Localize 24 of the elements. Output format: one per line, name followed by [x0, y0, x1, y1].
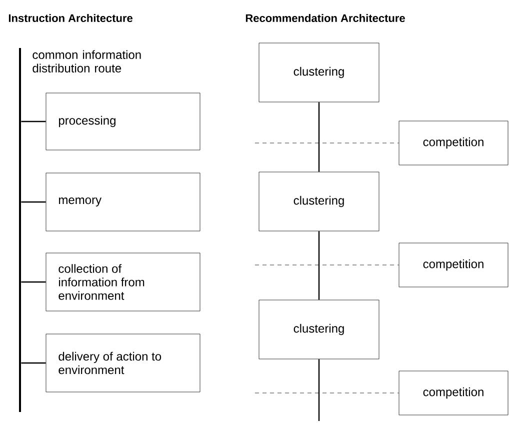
box: clustering: [258, 300, 380, 360]
box: competition: [398, 120, 508, 166]
bus-label: common information distribution route: [32, 50, 141, 72]
dashed-line: [254, 142, 399, 144]
box: clustering: [258, 172, 380, 232]
heading: Recommendation Architecture: [246, 14, 405, 22]
box: clustering: [258, 42, 380, 102]
box: competition: [398, 370, 508, 416]
dashed-line: [254, 264, 399, 266]
connector-line: [21, 362, 46, 364]
dashed-line: [254, 392, 399, 394]
connector-line: [318, 102, 320, 172]
box: delivery of action to environment: [46, 334, 200, 392]
box: collection of information from environment: [46, 252, 200, 312]
connector-line: [21, 201, 46, 203]
box: processing: [46, 92, 200, 150]
connector-line: [21, 120, 46, 122]
bus-line: [19, 48, 21, 412]
box: memory: [46, 172, 200, 232]
connector-line: [318, 359, 320, 421]
heading: Instruction Architecture: [8, 14, 132, 22]
connector-line: [21, 281, 46, 283]
connector-line: [318, 231, 320, 300]
box: competition: [398, 242, 508, 288]
